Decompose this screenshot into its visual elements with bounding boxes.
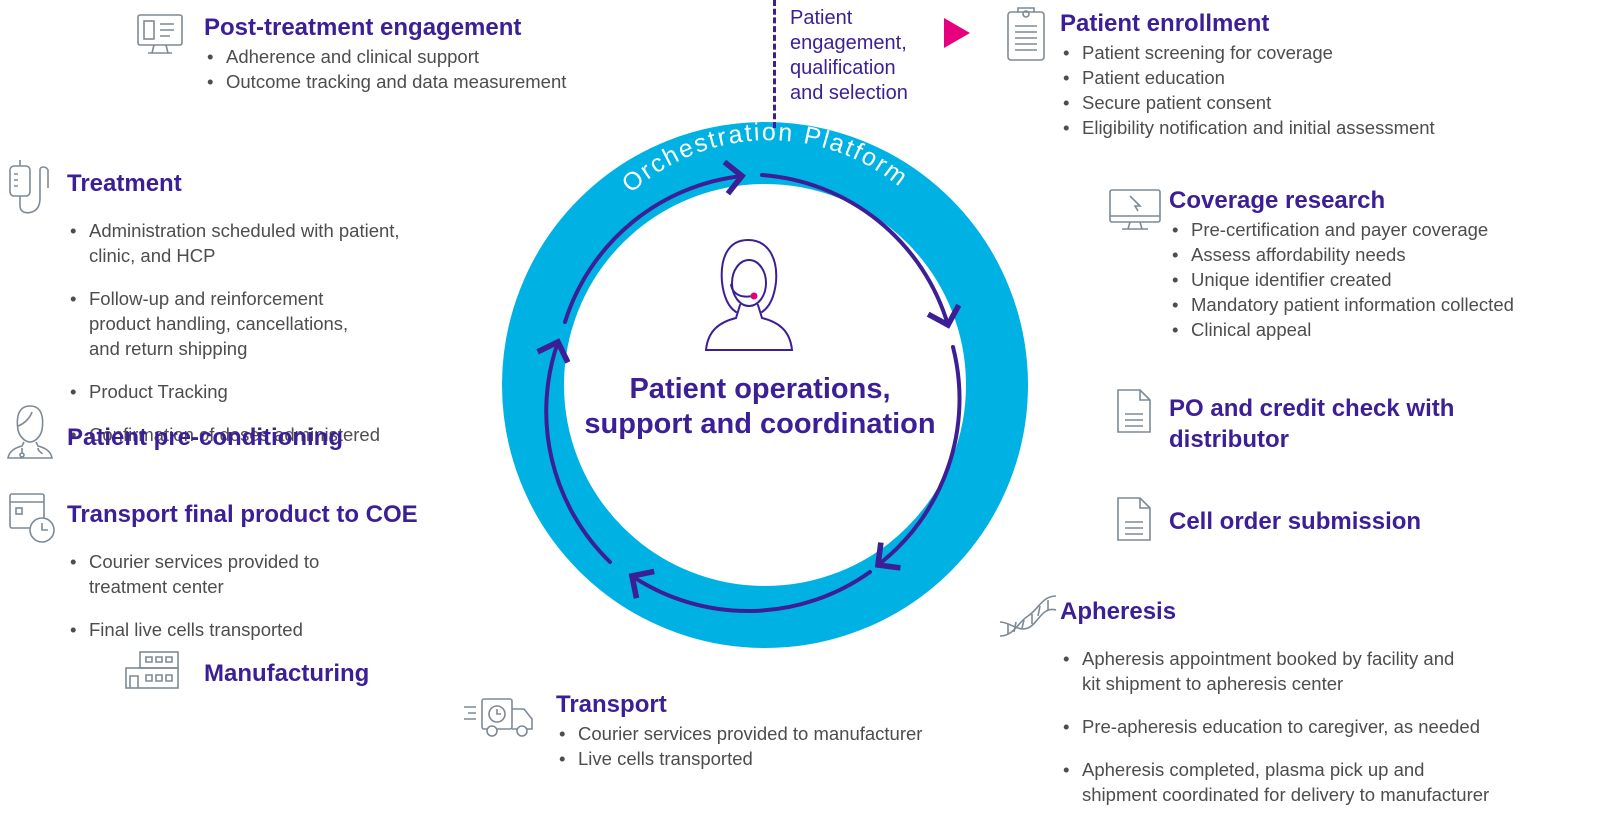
document-icon [1116, 496, 1152, 542]
list-item: Pre-apheresis education to caregiver, as… [1060, 714, 1489, 739]
list-item: Clinical appeal [1169, 317, 1514, 342]
step-pre-conditioning: Patient pre-conditioning [67, 424, 343, 452]
monitor-cursor-icon [1108, 188, 1162, 232]
po-credit-title: PO and credit check with distributor [1169, 395, 1455, 453]
cycle-arrow-bottom [628, 568, 872, 613]
list-item: Mandatory patient information collected [1169, 292, 1514, 317]
list-item: Pre-certification and payer coverage [1169, 217, 1514, 242]
center-title-line2: support and coordination [584, 408, 936, 440]
step-transport-final: Transport final product to COE Courier s… [67, 501, 418, 660]
list-item: Apheresis appointment booked by facility… [1060, 646, 1489, 696]
coverage-title: Coverage research [1169, 187, 1386, 214]
apheresis-bullets: Apheresis appointment booked by facility… [1060, 628, 1489, 825]
list-item: Follow-up and reinforcement product hand… [67, 286, 400, 361]
engagement-label-line: Patient [790, 7, 853, 29]
step-enrollment: Patient enrollment Patient screening for… [1060, 10, 1435, 140]
transport-title: Transport [556, 691, 667, 718]
clipboard-icon [1006, 6, 1046, 62]
list-item: Patient education [1060, 65, 1435, 90]
cycle-arrow-right-top [760, 173, 962, 329]
step-po-credit: PO and credit check with distributor [1169, 393, 1454, 455]
document-icon [1116, 388, 1152, 434]
step-manufacturing: Manufacturing [204, 660, 369, 688]
list-item: Courier services provided to treatment c… [67, 549, 418, 599]
treatment-bullets: Administration scheduled with patient, c… [67, 200, 400, 465]
step-treatment: Treatment Administration scheduled with … [67, 170, 400, 465]
list-item: Unique identifier created [1169, 267, 1514, 292]
delivery-truck-icon [462, 697, 534, 739]
start-arrow-icon [944, 18, 970, 48]
monitor-list-icon [136, 13, 184, 57]
center-title-line1: Patient operations, [629, 373, 891, 405]
post-treatment-title: Post-treatment engagement [204, 14, 522, 41]
apheresis-title: Apheresis [1060, 598, 1177, 625]
list-item: Apheresis completed, plasma pick up and … [1060, 757, 1489, 807]
list-item: Adherence and clinical support [204, 44, 566, 69]
patient-doctor-icon [6, 404, 54, 460]
list-item: Courier services provided to manufacture… [556, 721, 922, 746]
enrollment-title: Patient enrollment [1060, 10, 1270, 37]
step-transport: Transport Courier services provided to m… [556, 691, 922, 771]
list-item: Live cells transported [556, 746, 922, 771]
cell-order-title: Cell order submission [1169, 508, 1422, 535]
enrollment-bullets: Patient screening for coverage Patient e… [1060, 40, 1435, 140]
step-cell-order: Cell order submission [1169, 508, 1421, 536]
transport-bullets: Courier services provided to manufacture… [556, 721, 922, 771]
transport-final-title: Transport final product to COE [67, 501, 418, 528]
list-item: Product Tracking [67, 379, 400, 404]
orchestration-ring [502, 122, 1028, 648]
cycle-arrow-top [563, 159, 746, 324]
list-item: Confirmation of doses administered [67, 422, 400, 447]
coverage-bullets: Pre-certification and payer coverage Ass… [1169, 217, 1514, 342]
list-item: Patient screening for coverage [1060, 40, 1435, 65]
engagement-label: Patient engagement, qualification and se… [790, 6, 940, 106]
headset-agent-icon [704, 239, 794, 351]
orchestration-diagram: Orchestration Platform [502, 122, 1028, 648]
list-item: Final live cells transported [67, 617, 418, 642]
step-post-treatment: Post-treatment engagement Adherence and … [204, 14, 566, 94]
engagement-label-line: and selection [790, 82, 908, 104]
engagement-label-line: engagement, [790, 32, 907, 54]
step-coverage: Coverage research Pre-certification and … [1169, 187, 1514, 342]
treatment-title: Treatment [67, 170, 182, 197]
list-item: Administration scheduled with patient, c… [67, 218, 400, 268]
list-item: Assess affordability needs [1169, 242, 1514, 267]
manufacturing-title: Manufacturing [204, 660, 370, 687]
step-apheresis: Apheresis Apheresis appointment booked b… [1060, 598, 1489, 825]
list-item: Secure patient consent [1060, 90, 1435, 115]
list-item: Outcome tracking and data measurement [204, 69, 566, 94]
pre-conditioning-title: Patient pre-conditioning [67, 424, 343, 451]
transport-final-bullets: Courier services provided to treatment c… [67, 531, 418, 660]
post-treatment-bullets: Adherence and clinical support Outcome t… [204, 44, 566, 94]
center-title: Patient operations, support and coordina… [560, 372, 960, 442]
cycle-arrow-left [536, 338, 612, 564]
engagement-label-line: qualification [790, 57, 896, 79]
dna-icon [998, 592, 1058, 640]
iv-bag-icon [6, 158, 56, 216]
engagement-divider [773, 0, 776, 128]
cycle-arrow-right-bottom [874, 345, 962, 571]
calendar-clock-icon [8, 492, 58, 544]
list-item: Eligibility notification and initial ass… [1060, 115, 1435, 140]
factory-icon [124, 650, 182, 690]
